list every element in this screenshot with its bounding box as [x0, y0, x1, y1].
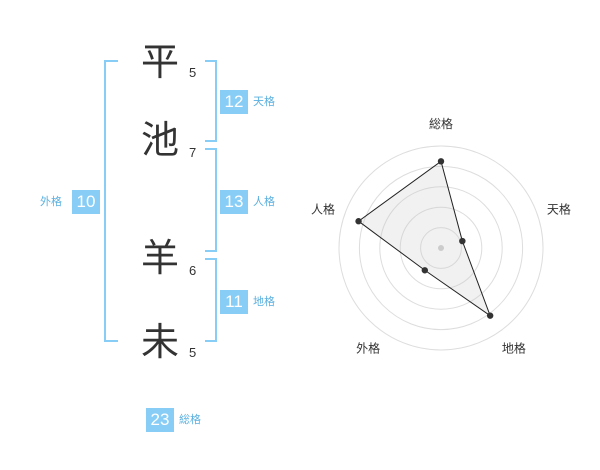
name-char-4: 未 — [140, 320, 179, 364]
radar-axis-label-4: 人格 — [311, 202, 335, 217]
radar-point-3 — [421, 267, 429, 274]
radar-polygon — [357, 160, 492, 317]
radar-axis-label-2: 地格 — [502, 340, 526, 355]
tenkaku-bracket — [205, 60, 217, 142]
radar-point-1 — [459, 237, 466, 245]
radar-ring-2 — [399, 206, 483, 290]
radar-axis-label-0: 総格 — [429, 116, 453, 131]
radar-axis-label-3: 外格 — [356, 340, 380, 355]
stroke-count-2: 7 — [189, 145, 197, 160]
chikaku-label: 地格 — [253, 295, 275, 308]
name-char-1: 平 — [140, 40, 179, 84]
chikaku-value: 11 — [220, 290, 248, 314]
radar-ring-1 — [420, 227, 462, 269]
radar-points — [355, 158, 494, 319]
radar-point-0 — [437, 158, 445, 165]
jinkaku-label: 人格 — [253, 195, 275, 208]
radar-point-2 — [486, 312, 494, 319]
jinkaku-bracket — [205, 148, 217, 252]
radar-point-4 — [355, 218, 362, 225]
gaikaku-bracket — [104, 60, 118, 342]
radar-ring-3 — [379, 186, 503, 310]
soukaku-label: 総格 — [179, 413, 201, 426]
jinkaku-value: 13 — [220, 190, 248, 214]
radar-ring-4 — [358, 165, 524, 331]
chikaku-bracket — [205, 258, 217, 342]
gaikaku-value: 10 — [72, 190, 100, 214]
radar-center-dot — [438, 245, 444, 251]
tenkaku-label: 天格 — [253, 95, 275, 108]
stroke-count-4: 5 — [189, 345, 197, 360]
radar-axis-label-1: 天格 — [547, 202, 571, 217]
stroke-count-3: 6 — [189, 263, 197, 278]
stroke-count-1: 5 — [189, 65, 197, 80]
tenkaku-value: 12 — [220, 90, 248, 114]
soukaku-value: 23 — [146, 408, 174, 432]
name-char-2: 池 — [140, 118, 179, 162]
gaikaku-label: 外格 — [40, 195, 62, 208]
name-char-3: 羊 — [140, 236, 179, 280]
